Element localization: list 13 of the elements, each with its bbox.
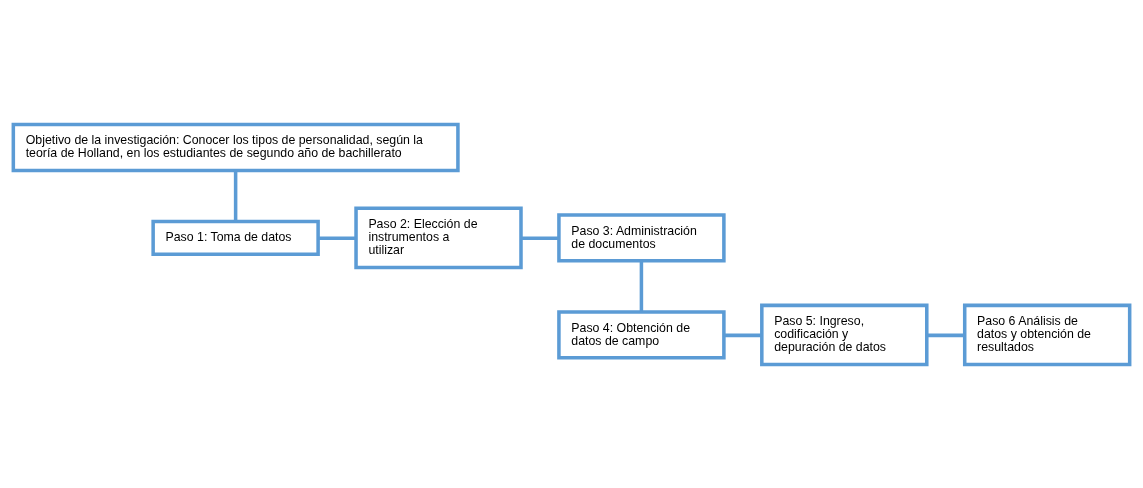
node-box: Paso 3: Administración de documentos bbox=[557, 212, 726, 263]
connector bbox=[639, 260, 644, 312]
connector bbox=[723, 333, 762, 337]
node-box: Paso 6 Análisis de datos y obtención de resultados bbox=[962, 303, 1132, 366]
node-box: Paso 1: Toma de datos bbox=[151, 219, 320, 256]
connector bbox=[233, 170, 238, 221]
connector bbox=[926, 333, 965, 337]
node-box: Paso 4: Obtención de datos de campo bbox=[557, 309, 726, 360]
node-box: Objetivo de la investigación: Conocer los tipos de personalidad, según la teoría de Holland, en los estudiantes de segundo año de bachillerato bbox=[11, 122, 460, 172]
node-box: Paso 2: Elección de instrumentos a utilizar bbox=[354, 206, 523, 269]
node-box: Paso 5: Ingreso, codificación y depuración de datos bbox=[760, 303, 929, 366]
connector bbox=[521, 236, 559, 240]
connector bbox=[318, 236, 356, 240]
